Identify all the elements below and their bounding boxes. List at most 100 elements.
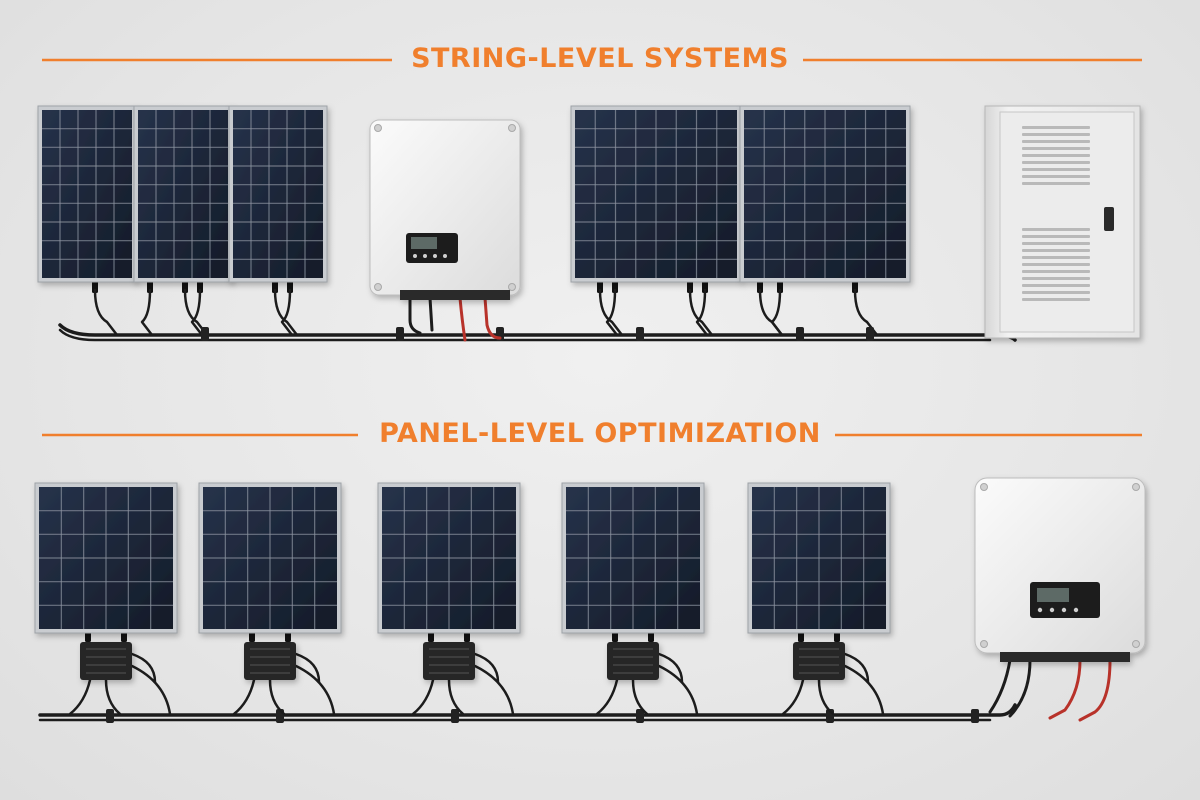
cable — [183, 288, 209, 337]
panel-cells — [138, 110, 228, 278]
cabinet-vent-slot — [1022, 270, 1090, 273]
power-optimizer — [607, 642, 659, 680]
optimizer-rib — [613, 664, 653, 666]
cabinet-vent-slot — [1022, 182, 1090, 185]
cabinet-vent-slot — [1022, 168, 1090, 171]
optimized-solar-panel — [561, 482, 705, 634]
inverter-button — [1049, 607, 1055, 613]
cable — [473, 652, 500, 684]
cable — [473, 664, 515, 716]
cabinet-vent-slot — [1022, 284, 1090, 287]
connector — [757, 281, 763, 293]
cable — [268, 678, 286, 716]
string-inverter — [369, 119, 521, 300]
screw — [374, 283, 382, 291]
cable — [411, 678, 435, 716]
cable-clip — [971, 709, 979, 723]
cable — [294, 664, 336, 716]
connector — [287, 281, 293, 293]
inverter-button — [413, 254, 417, 258]
cable — [130, 664, 172, 716]
cabinet-vent-slot — [1022, 235, 1090, 238]
optimizer-rib — [86, 664, 126, 666]
optimizer-rib — [429, 664, 469, 666]
optimizer-rib — [250, 656, 290, 658]
cable — [781, 678, 805, 716]
cable-clip — [396, 327, 404, 341]
optimizer-body — [423, 642, 475, 680]
inverter-screen — [1037, 588, 1069, 602]
cable — [988, 658, 1012, 714]
cable-clip — [636, 709, 644, 723]
connector — [702, 281, 708, 293]
optimized-solar-panel — [747, 482, 891, 634]
cable — [447, 678, 465, 716]
cable — [770, 288, 784, 337]
connector — [147, 281, 153, 293]
inverter-button — [443, 254, 447, 258]
string-solar-panel — [228, 105, 328, 283]
cable-clip — [796, 327, 804, 341]
optimizer-rib — [250, 664, 290, 666]
optimizer-rib — [429, 656, 469, 658]
cable-clip — [106, 709, 114, 723]
optimizer-rib — [429, 672, 469, 674]
optimizer-rib — [613, 672, 653, 674]
string-solar-panel — [133, 105, 233, 283]
optimizer-body — [607, 642, 659, 680]
optimizer-rib — [613, 648, 653, 650]
cabinet-vent-slot — [1022, 147, 1090, 150]
screw — [980, 483, 988, 491]
optimizer-body — [244, 642, 296, 680]
cable-clip — [636, 327, 644, 341]
cable — [408, 296, 422, 335]
optimizer-rib — [86, 672, 126, 674]
cable — [232, 678, 256, 716]
cabinet-vent-slot — [1022, 140, 1090, 143]
cable — [68, 678, 92, 716]
cabinet-vent-slot — [1022, 263, 1090, 266]
cabinet-vent-slot — [1022, 175, 1090, 178]
cable — [688, 288, 714, 337]
cabinet-vent-slot — [1022, 161, 1090, 164]
cable — [595, 678, 619, 716]
inverter-connector-strip — [1000, 652, 1130, 662]
cable — [605, 288, 619, 337]
cable — [631, 678, 649, 716]
optimizer-rib — [799, 664, 839, 666]
panel-cells — [42, 110, 132, 278]
cabinet-vent-slot — [1022, 291, 1090, 294]
cable — [273, 288, 299, 337]
inverter-body — [974, 477, 1146, 654]
optimizer-body — [793, 642, 845, 680]
section-title-string-level: STRING-LEVEL SYSTEMS — [411, 43, 789, 74]
cable — [695, 288, 709, 337]
cable — [853, 288, 879, 337]
connector — [852, 281, 858, 293]
cable-clip — [201, 327, 209, 341]
optimizer-rib — [799, 656, 839, 658]
connector — [597, 281, 603, 293]
red-cable — [1078, 658, 1112, 722]
cable — [428, 296, 434, 332]
screw — [508, 124, 516, 132]
connector — [777, 281, 783, 293]
cabinet-vent-slot — [1022, 277, 1090, 280]
screw — [1132, 640, 1140, 648]
cable — [140, 288, 154, 337]
cable — [817, 678, 835, 716]
cable — [843, 664, 885, 716]
optimized-solar-panel — [34, 482, 178, 634]
inverter-button — [1037, 607, 1043, 613]
cabling — [38, 281, 1112, 723]
optimizer-rib — [250, 648, 290, 650]
cable — [93, 288, 119, 337]
connector — [182, 281, 188, 293]
connector — [92, 281, 98, 293]
cable — [130, 652, 157, 684]
optimized-solar-panel — [198, 482, 342, 634]
inverter-button — [1061, 607, 1067, 613]
cabinet-vent-slot — [1022, 256, 1090, 259]
cabinet-vent-slot — [1022, 249, 1090, 252]
